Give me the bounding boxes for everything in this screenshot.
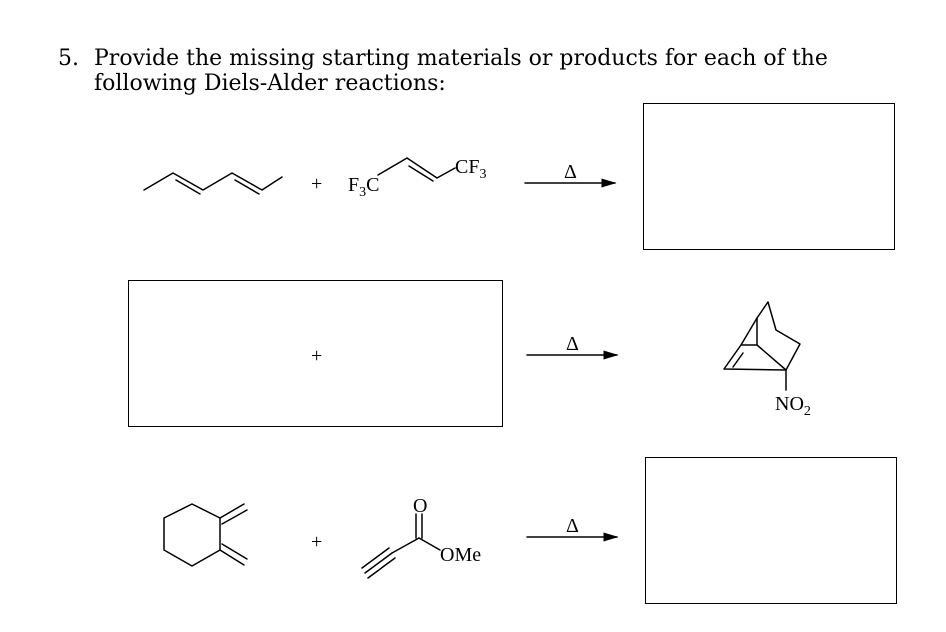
heat-label-1: Δ (564, 161, 577, 183)
heat-label-2: Δ (566, 333, 579, 355)
question-text: Provide the missing starting materials o… (94, 46, 828, 96)
plus-sign-2: + (311, 345, 322, 367)
bicyclooctene-product (723, 301, 801, 391)
nitro-label: NO2 (775, 393, 811, 419)
methyl-propiolate-structure (361, 513, 441, 579)
dimethylenecyclohexane-structure (163, 503, 248, 567)
answer-box-product-1[interactable] (643, 103, 895, 250)
answer-box-reactants-2[interactable] (128, 280, 503, 427)
plus-sign-1: + (311, 173, 322, 195)
cf3-label: CF3 (455, 156, 486, 182)
carbonyl-oxygen-label: O (413, 495, 427, 517)
hexadiene-structure (143, 172, 283, 195)
f3c-label: F3C (348, 174, 379, 200)
heat-label-3: Δ (566, 515, 579, 537)
question-number: 5. (58, 46, 79, 71)
answer-box-product-3[interactable] (645, 457, 897, 604)
ome-label: OMe (440, 544, 481, 566)
plus-sign-3: + (311, 531, 322, 553)
hexafluorobutene-structure (377, 157, 456, 182)
